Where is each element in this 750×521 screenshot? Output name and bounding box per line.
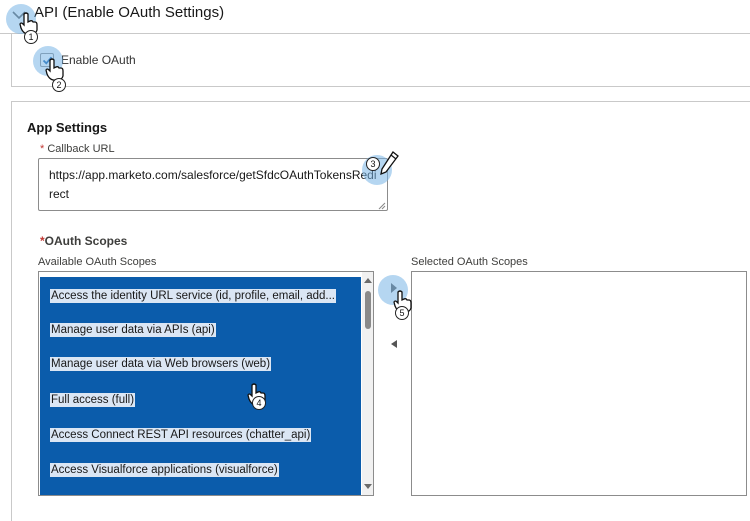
- scroll-up-icon[interactable]: [364, 277, 372, 283]
- available-scopes-selection: Access the identity URL service (id, pro…: [40, 277, 361, 495]
- move-left-button[interactable]: [386, 336, 402, 352]
- callback-url-label-text: Callback URL: [47, 143, 115, 155]
- oauth-scopes-label: *OAuth Scopes: [40, 234, 127, 248]
- list-item[interactable]: Manage user data via APIs (api): [50, 323, 216, 337]
- step-badge: 5: [395, 306, 409, 320]
- enable-oauth-panel: [11, 33, 750, 87]
- hand-pointer-icon: [45, 58, 64, 81]
- selected-scopes-listbox[interactable]: [411, 271, 747, 496]
- list-item[interactable]: Full access (full): [50, 393, 136, 407]
- step-badge: 4: [252, 396, 266, 410]
- scroll-down-icon[interactable]: [364, 484, 372, 490]
- step-badge: 3: [366, 157, 380, 171]
- step-badge: 2: [52, 78, 66, 92]
- required-marker: *: [40, 143, 45, 155]
- pencil-icon: [380, 151, 399, 176]
- selected-scopes-label: Selected OAuth Scopes: [411, 256, 528, 268]
- required-marker: *: [40, 234, 45, 248]
- list-item[interactable]: Access Connect REST API resources (chatt…: [50, 428, 312, 442]
- app-settings-title: App Settings: [27, 120, 108, 135]
- list-item[interactable]: Access the identity URL service (id, pro…: [50, 289, 336, 303]
- available-scopes-label: Available OAuth Scopes: [38, 256, 157, 268]
- oauth-scopes-label-text: OAuth Scopes: [44, 234, 128, 248]
- available-scopes-listbox[interactable]: Access the identity URL service (id, pro…: [38, 271, 374, 496]
- hand-pointer-icon: [19, 12, 38, 35]
- section-title[interactable]: API (Enable OAuth Settings): [34, 4, 225, 21]
- enable-oauth-label: Enable OAuth: [61, 53, 136, 67]
- scrollbar-thumb[interactable]: [365, 291, 371, 329]
- callback-url-label: * Callback URL: [40, 143, 115, 156]
- list-item[interactable]: Access Visualforce applications (visualf…: [50, 463, 279, 477]
- callback-url-field[interactable]: https://app.marketo.com/salesforce/getSf…: [38, 158, 388, 211]
- step-badge: 1: [24, 30, 38, 44]
- app-settings-panel: [11, 101, 750, 521]
- resize-handle-icon[interactable]: [378, 202, 386, 210]
- scrollbar[interactable]: [362, 272, 373, 495]
- list-item[interactable]: Manage user data via Web browsers (web): [50, 357, 272, 371]
